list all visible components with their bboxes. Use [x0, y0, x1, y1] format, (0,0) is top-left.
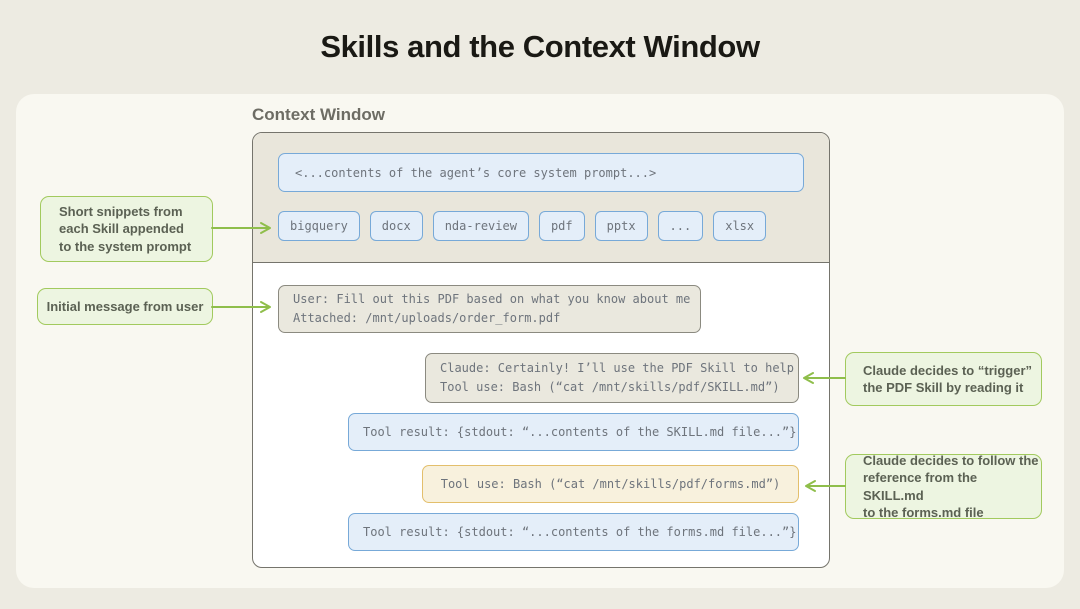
callout-line: reference from the SKILL.md [863, 470, 978, 503]
skill-tag-nda-review: nda-review [432, 211, 529, 241]
skill-tag-pdf: pdf [538, 211, 585, 241]
callout-line: Claude decides to follow the [863, 453, 1039, 469]
context-window-label: Context Window [252, 105, 385, 124]
skill-tag-pptx: pptx [594, 211, 648, 241]
tool-result-forms-box: Tool result: {stdout: “...contents of th… [348, 513, 799, 551]
callout-line: Claude decides to “trigger” [863, 362, 1033, 378]
skill-tag-xlsx: xlsx [713, 211, 767, 241]
system-prompt-box: <...contents of the agent’s core system … [278, 153, 804, 192]
callout-line: Initial message from user [46, 298, 204, 314]
claude-message-box: Claude: Certainly! I’ll use the PDF Skil… [425, 353, 799, 403]
skills-row: bigquery docx nda-review pdf pptx ... xl… [278, 211, 804, 241]
callout-line: to the forms.md file [863, 504, 984, 520]
tool-use-forms-box: Tool use: Bash (“cat /mnt/skills/pdf/for… [422, 465, 799, 503]
callout-line: the PDF Skill by reading it [863, 380, 1024, 395]
user-message-box: User: Fill out this PDF based on what yo… [278, 285, 701, 333]
skill-tag-docx: docx [369, 211, 423, 241]
user-message-line: Attached: /mnt/uploads/order_form.pdf [293, 311, 561, 325]
callout-trigger-skill: Claude decides to “trigger” the PDF Skil… [845, 352, 1042, 406]
claude-message-line: Claude: Certainly! I’ll use the PDF Skil… [440, 361, 795, 376]
callout-line: Short snippets from [59, 204, 183, 220]
callout-initial-message: Initial message from user [37, 288, 213, 325]
page-title: Skills and the Context Window [320, 29, 760, 64]
context-window: <...contents of the agent’s core system … [252, 132, 830, 568]
tool-result-skill-box: Tool result: {stdout: “...contents of th… [348, 413, 799, 451]
callout-follow-reference: Claude decides to follow the reference f… [845, 453, 1042, 520]
callout-line: to the system prompt [59, 238, 192, 254]
claude-message-line: Tool use: Bash (“cat /mnt/skills/pdf/SKI… [440, 380, 780, 394]
user-message-line: User: Fill out this PDF based on what yo… [293, 292, 691, 307]
callout-line: each Skill appended [59, 221, 184, 237]
skill-tag-bigquery: bigquery [278, 211, 360, 241]
context-window-system-section: <...contents of the agent’s core system … [253, 133, 829, 263]
skill-tag-ellipsis: ... [657, 211, 704, 241]
callout-skills-snippets: Short snippets from each Skill appended … [40, 196, 213, 262]
